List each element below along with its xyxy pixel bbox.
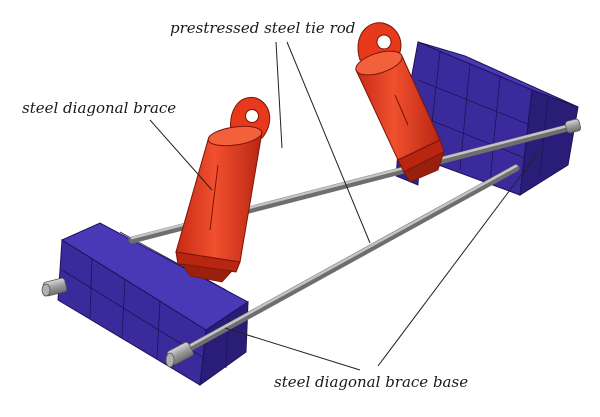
tie-rod-label: prestressed steel tie rod (170, 19, 356, 37)
leader-diagonal-brace (149, 119, 213, 191)
rod-end-nuts (41, 118, 582, 368)
leader-base-front (224, 327, 361, 371)
leader-base-rear (377, 149, 541, 367)
leader-lines (149, 41, 541, 371)
leader-tie-rod-back (275, 41, 283, 149)
diagonal-brace-label: steel diagonal brace (22, 99, 177, 117)
leader-tie-rod-front (286, 41, 371, 244)
front-diagonal-brace (175, 96, 271, 283)
brace-base-label: steel diagonal brace base (274, 373, 469, 391)
rear-diagonal-brace (355, 22, 445, 183)
